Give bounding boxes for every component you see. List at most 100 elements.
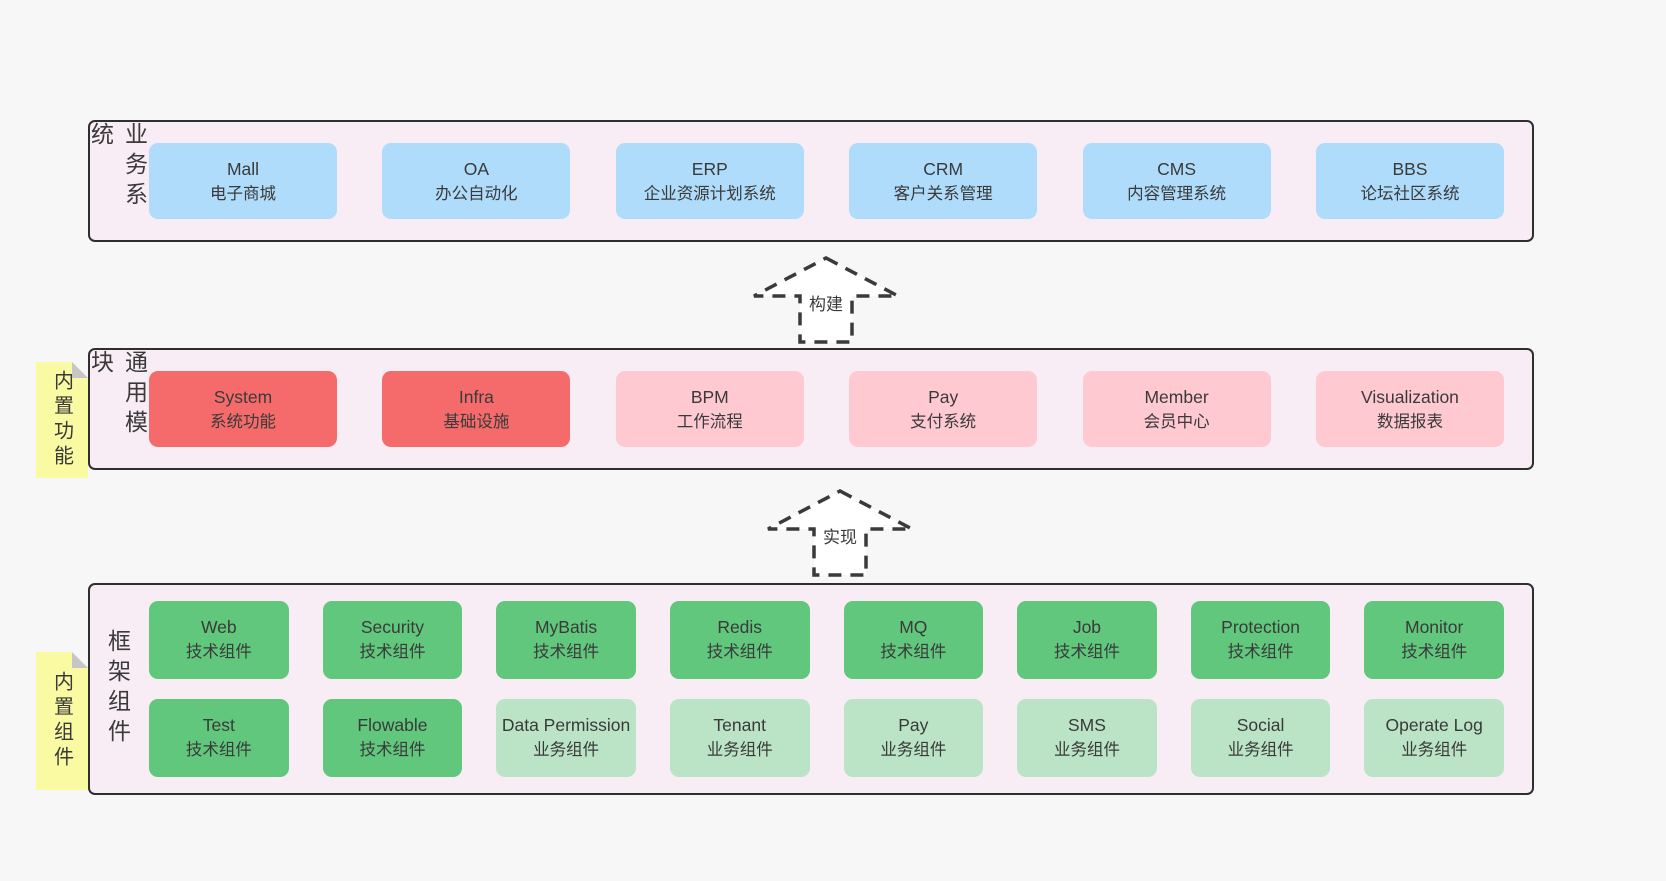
box-subtitle: 业务组件 (880, 740, 947, 759)
box-title: Operate Log (1385, 715, 1483, 736)
box-subtitle: 技术组件 (359, 740, 426, 759)
box-subtitle: 系统功能 (210, 412, 276, 431)
box-job: Job 技术组件 (1017, 601, 1157, 679)
arrow-build: 构建 (746, 254, 906, 346)
box-title: Tenant (713, 715, 766, 736)
box-tenant: Tenant 业务组件 (669, 699, 810, 777)
band-label-modules: 通用模块 (87, 350, 148, 440)
box-subtitle: 业务组件 (533, 740, 600, 759)
box-visualization: Visualization 数据报表 (1315, 371, 1504, 447)
box-subtitle: 办公自动化 (435, 184, 518, 203)
box-subtitle: 内容管理系统 (1127, 184, 1227, 203)
box-subtitle: 技术组件 (1053, 642, 1120, 661)
box-subtitle: 技术组件 (706, 642, 773, 661)
box-mq: MQ 技术组件 (843, 601, 984, 679)
box-subtitle: 技术组件 (185, 642, 252, 661)
box-security: Security 技术组件 (322, 601, 463, 679)
box-subtitle: 论坛社区系统 (1360, 184, 1460, 203)
box-redis: Redis 技术组件 (669, 601, 810, 679)
box-title: Member (1144, 386, 1209, 407)
box-erp: ERP 企业资源计划系统 (615, 143, 804, 219)
box-subtitle: 业务组件 (706, 740, 773, 759)
box-subtitle: 技术组件 (880, 642, 947, 661)
box-title: MyBatis (534, 617, 598, 638)
box-title: CMS (1157, 158, 1196, 179)
box-operate-log: Operate Log 业务组件 (1364, 699, 1504, 777)
box-title: Test (202, 715, 235, 736)
box-system: System 系统功能 (149, 371, 337, 447)
band-business-systems: 业务系统 Mall 电子商城 OA 办公自动化 ERP 企业资源计划系统 CRM… (88, 120, 1534, 242)
box-title: SMS (1067, 715, 1106, 736)
band-common-modules: 通用模块 System 系统功能 Infra 基础设施 BPM 工作流程 Pay… (88, 348, 1534, 470)
box-title: Mall (226, 158, 260, 179)
box-protection: Protection 技术组件 (1190, 601, 1331, 679)
sticky-builtin-features: 内置功能 (36, 362, 88, 478)
box-title: Flowable (357, 715, 428, 736)
box-social: Social 业务组件 (1190, 699, 1331, 777)
sticky-text: 内置组件 (50, 671, 73, 771)
box-subtitle: 企业资源计划系统 (643, 184, 776, 203)
band-label-components: 框架组件 (104, 629, 131, 749)
band-components-grid: Web 技术组件 Security 技术组件 MyBatis 技术组件 Redi… (145, 585, 1532, 793)
arrow-implement: 实现 (760, 487, 920, 579)
band-label-business: 业务系统 (87, 122, 148, 212)
box-mybatis: MyBatis 技术组件 (496, 601, 636, 679)
box-title: OA (463, 158, 490, 179)
band-modules-boxes: System 系统功能 Infra 基础设施 BPM 工作流程 Pay 支付系统… (145, 350, 1532, 468)
box-subtitle: 技术组件 (533, 642, 600, 661)
box-subtitle: 基础设施 (443, 412, 510, 431)
box-title: Monitor (1405, 617, 1464, 638)
box-data-permission: Data Permission 业务组件 (496, 699, 636, 777)
box-title: BPM (690, 386, 729, 407)
box-title: Pay (928, 386, 959, 407)
box-title: CRM (923, 158, 964, 179)
box-subtitle: 客户关系管理 (893, 184, 993, 203)
sticky-fold-corner-icon (72, 652, 88, 668)
band-framework-components: 框架组件 Web 技术组件 Security 技术组件 MyBatis 技术组件… (88, 583, 1534, 795)
box-title: Visualization (1360, 386, 1459, 407)
box-cms: CMS 内容管理系统 (1082, 143, 1271, 219)
box-test: Test 技术组件 (149, 699, 289, 777)
box-bbs: BBS 论坛社区系统 (1315, 143, 1504, 219)
box-crm: CRM 客户关系管理 (849, 143, 1038, 219)
box-subtitle: 技术组件 (1227, 642, 1294, 661)
box-infra: Infra 基础设施 (382, 371, 571, 447)
box-monitor: Monitor 技术组件 (1364, 601, 1504, 679)
box-subtitle: 支付系统 (910, 412, 977, 431)
box-title: ERP (691, 158, 728, 179)
box-title: System (213, 386, 273, 407)
box-oa: OA 办公自动化 (382, 143, 571, 219)
box-title: Protection (1221, 617, 1300, 638)
box-subtitle: 业务组件 (1401, 740, 1468, 759)
box-subtitle: 电子商城 (210, 184, 276, 203)
arrow-up-outline-icon (753, 256, 899, 344)
box-title: BBS (1392, 158, 1428, 179)
box-subtitle: 业务组件 (1053, 740, 1120, 759)
sticky-text: 内置功能 (50, 370, 73, 470)
box-title: Social (1236, 715, 1285, 736)
box-title: Infra (458, 386, 494, 407)
arrow-label: 实现 (823, 528, 857, 547)
band-business-boxes: Mall 电子商城 OA 办公自动化 ERP 企业资源计划系统 CRM 客户关系… (145, 122, 1532, 240)
arrow-label: 构建 (809, 295, 843, 314)
box-sms: SMS 业务组件 (1017, 699, 1157, 777)
box-pay-component: Pay 业务组件 (843, 699, 984, 777)
box-bpm: BPM 工作流程 (615, 371, 804, 447)
box-subtitle: 会员中心 (1143, 412, 1210, 431)
box-subtitle: 业务组件 (1227, 740, 1294, 759)
box-member: Member 会员中心 (1082, 371, 1271, 447)
box-subtitle: 数据报表 (1376, 412, 1443, 431)
box-title: Job (1072, 617, 1102, 638)
box-title: Web (200, 617, 237, 638)
box-subtitle: 技术组件 (1401, 642, 1468, 661)
box-subtitle: 技术组件 (185, 740, 252, 759)
box-flowable: Flowable 技术组件 (322, 699, 463, 777)
box-pay-module: Pay 支付系统 (849, 371, 1038, 447)
box-title: MQ (899, 617, 928, 638)
box-title: Pay (898, 715, 929, 736)
box-title: Data Permission (501, 715, 631, 736)
arrow-up-outline-icon (767, 489, 913, 577)
box-subtitle: 工作流程 (676, 412, 743, 431)
sticky-builtin-components: 内置组件 (36, 652, 88, 790)
box-web: Web 技术组件 (149, 601, 289, 679)
